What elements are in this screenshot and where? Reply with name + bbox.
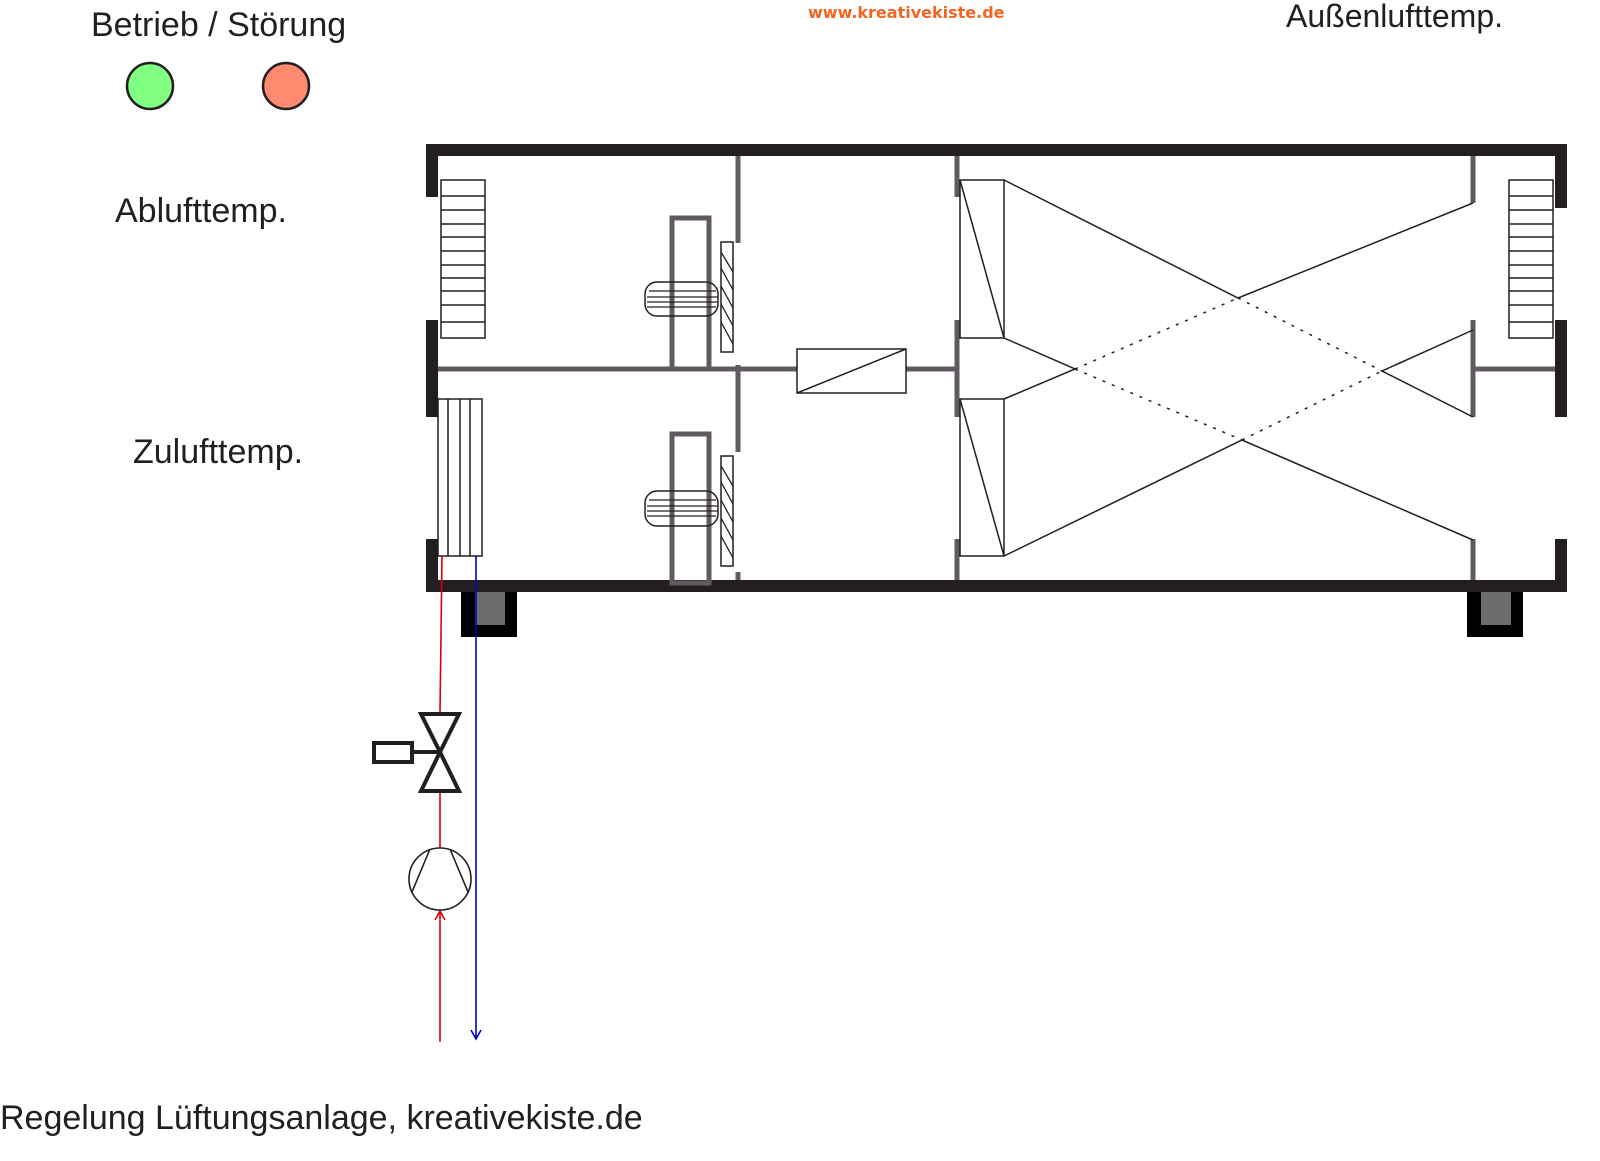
watermark: www.kreativekiste.de [808,3,1005,22]
heating-coil [437,398,483,557]
bypass-damper [796,348,907,394]
exhaust-fan [644,215,734,372]
supply-temp-label: Zulufttemp. [133,433,304,471]
outside-temp-label: Außenlufttemp. [1286,0,1503,34]
supply-pipe [434,555,446,1042]
control-valve-icon [372,712,463,793]
status-label: Betrieb / Störung [91,6,347,44]
return-pipe [470,556,482,1041]
status-light-running [125,61,175,111]
internal-dividers [438,156,1555,580]
exhaust-temp-label: Ablufttemp. [115,192,287,230]
exhaust-filter-left [440,179,486,339]
heat-exchanger [959,179,1474,557]
unit-feet [461,592,1523,637]
footer-caption: Regelung Lüftungsanlage, kreativekiste.d… [0,1099,643,1137]
pump-icon [408,847,472,911]
supply-fan [644,431,734,586]
outside-air-filter-right [1508,179,1554,339]
status-light-fault [261,61,311,111]
